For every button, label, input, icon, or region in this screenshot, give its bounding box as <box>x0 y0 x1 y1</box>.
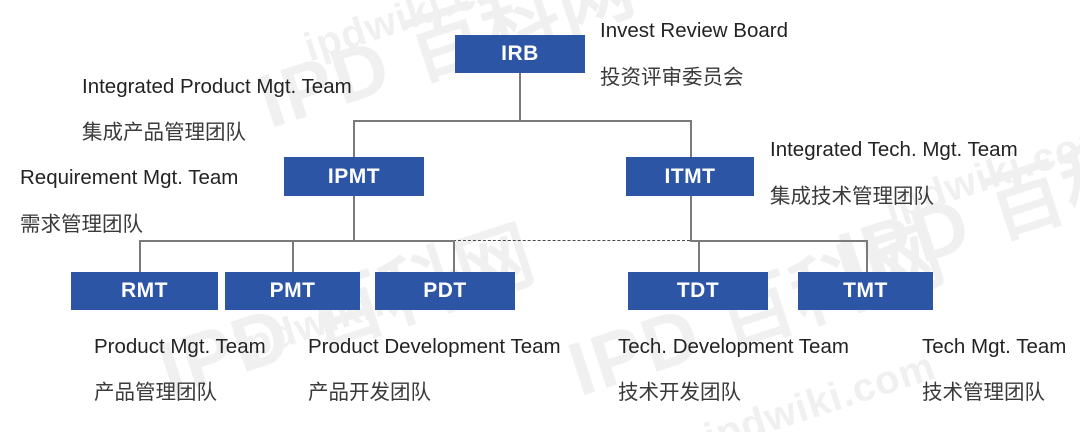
label-irb-cn: 投资评审委员会 <box>600 66 744 89</box>
node-irb[interactable]: IRB <box>455 35 585 73</box>
watermark-text: ipdwiki.com <box>878 114 1080 231</box>
label-tmt-en: Tech Mgt. Team <box>922 335 1067 358</box>
label-irb-en: Invest Review Board <box>600 19 789 42</box>
connector-itmt-up <box>690 120 692 157</box>
node-pdt[interactable]: PDT <box>375 272 515 310</box>
label-tdt-en: Tech. Development Team <box>618 335 849 358</box>
connector-pmt-drop <box>292 240 294 272</box>
node-pmt[interactable]: PMT <box>225 272 360 310</box>
connector-tmt-drop <box>866 240 868 272</box>
node-rmt[interactable]: RMT <box>71 272 218 310</box>
node-tmt[interactable]: TMT <box>798 272 933 310</box>
label-pdt-en: Product Development Team <box>308 335 561 358</box>
connector-level1-bus <box>353 120 690 122</box>
connector-ipmt-up <box>353 120 355 157</box>
connector-ipmt-down <box>353 196 355 240</box>
node-itmt[interactable]: ITMT <box>626 157 754 196</box>
connector-left-bus <box>139 240 453 242</box>
node-ipmt[interactable]: IPMT <box>284 157 424 196</box>
node-tdt[interactable]: TDT <box>628 272 768 310</box>
label-itmt-en: Integrated Tech. Mgt. Team <box>770 138 1018 161</box>
connector-cross-dashed <box>453 240 690 241</box>
label-pmt-cn: 产品管理团队 <box>94 381 217 404</box>
label-ipmt-en: Integrated Product Mgt. Team <box>82 75 352 98</box>
label-tdt-cn: 技术开发团队 <box>618 381 741 404</box>
connector-tdt-drop <box>698 240 700 272</box>
connector-irb-stem <box>519 73 521 120</box>
label-rmt-cn: 需求管理团队 <box>20 213 143 236</box>
label-tmt-cn: 技术管理团队 <box>922 381 1045 404</box>
label-rmt-en: Requirement Mgt. Team <box>20 166 239 189</box>
label-itmt-cn: 集成技术管理团队 <box>770 185 934 208</box>
connector-pdt-drop <box>453 240 455 272</box>
label-pdt-cn: 产品开发团队 <box>308 381 431 404</box>
connector-rmt-drop <box>139 240 141 272</box>
connector-right-bus <box>690 240 866 242</box>
label-ipmt-cn: 集成产品管理团队 <box>82 121 246 144</box>
connector-itmt-down <box>690 196 692 240</box>
label-pmt-en: Product Mgt. Team <box>94 335 266 358</box>
